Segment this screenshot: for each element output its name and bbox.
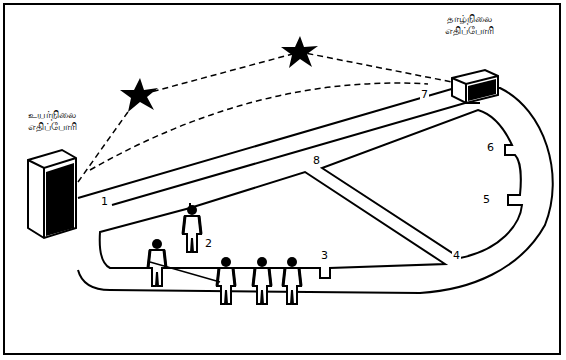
callout-number: 3 — [320, 250, 329, 261]
reflector-box: உயர்நிலை எதிப்போரி — [14, 108, 90, 240]
callout-number: 5 — [482, 194, 491, 205]
box-heading: தாழ்நிலை எதிப்போரி — [428, 12, 510, 37]
callout-number: 6 — [486, 142, 495, 153]
callout-number: 8 — [312, 155, 321, 166]
box-heading: உயர்நிலை எதிப்போரி — [14, 108, 90, 133]
reflector-box: தாழ்நிலை எதிப்போரி — [428, 12, 510, 104]
callout-number: 2 — [204, 238, 213, 249]
callout-number: 4 — [452, 250, 461, 261]
callout-number: 1 — [100, 196, 109, 207]
signal-path — [90, 83, 428, 170]
callout-number: 7 — [420, 89, 429, 100]
